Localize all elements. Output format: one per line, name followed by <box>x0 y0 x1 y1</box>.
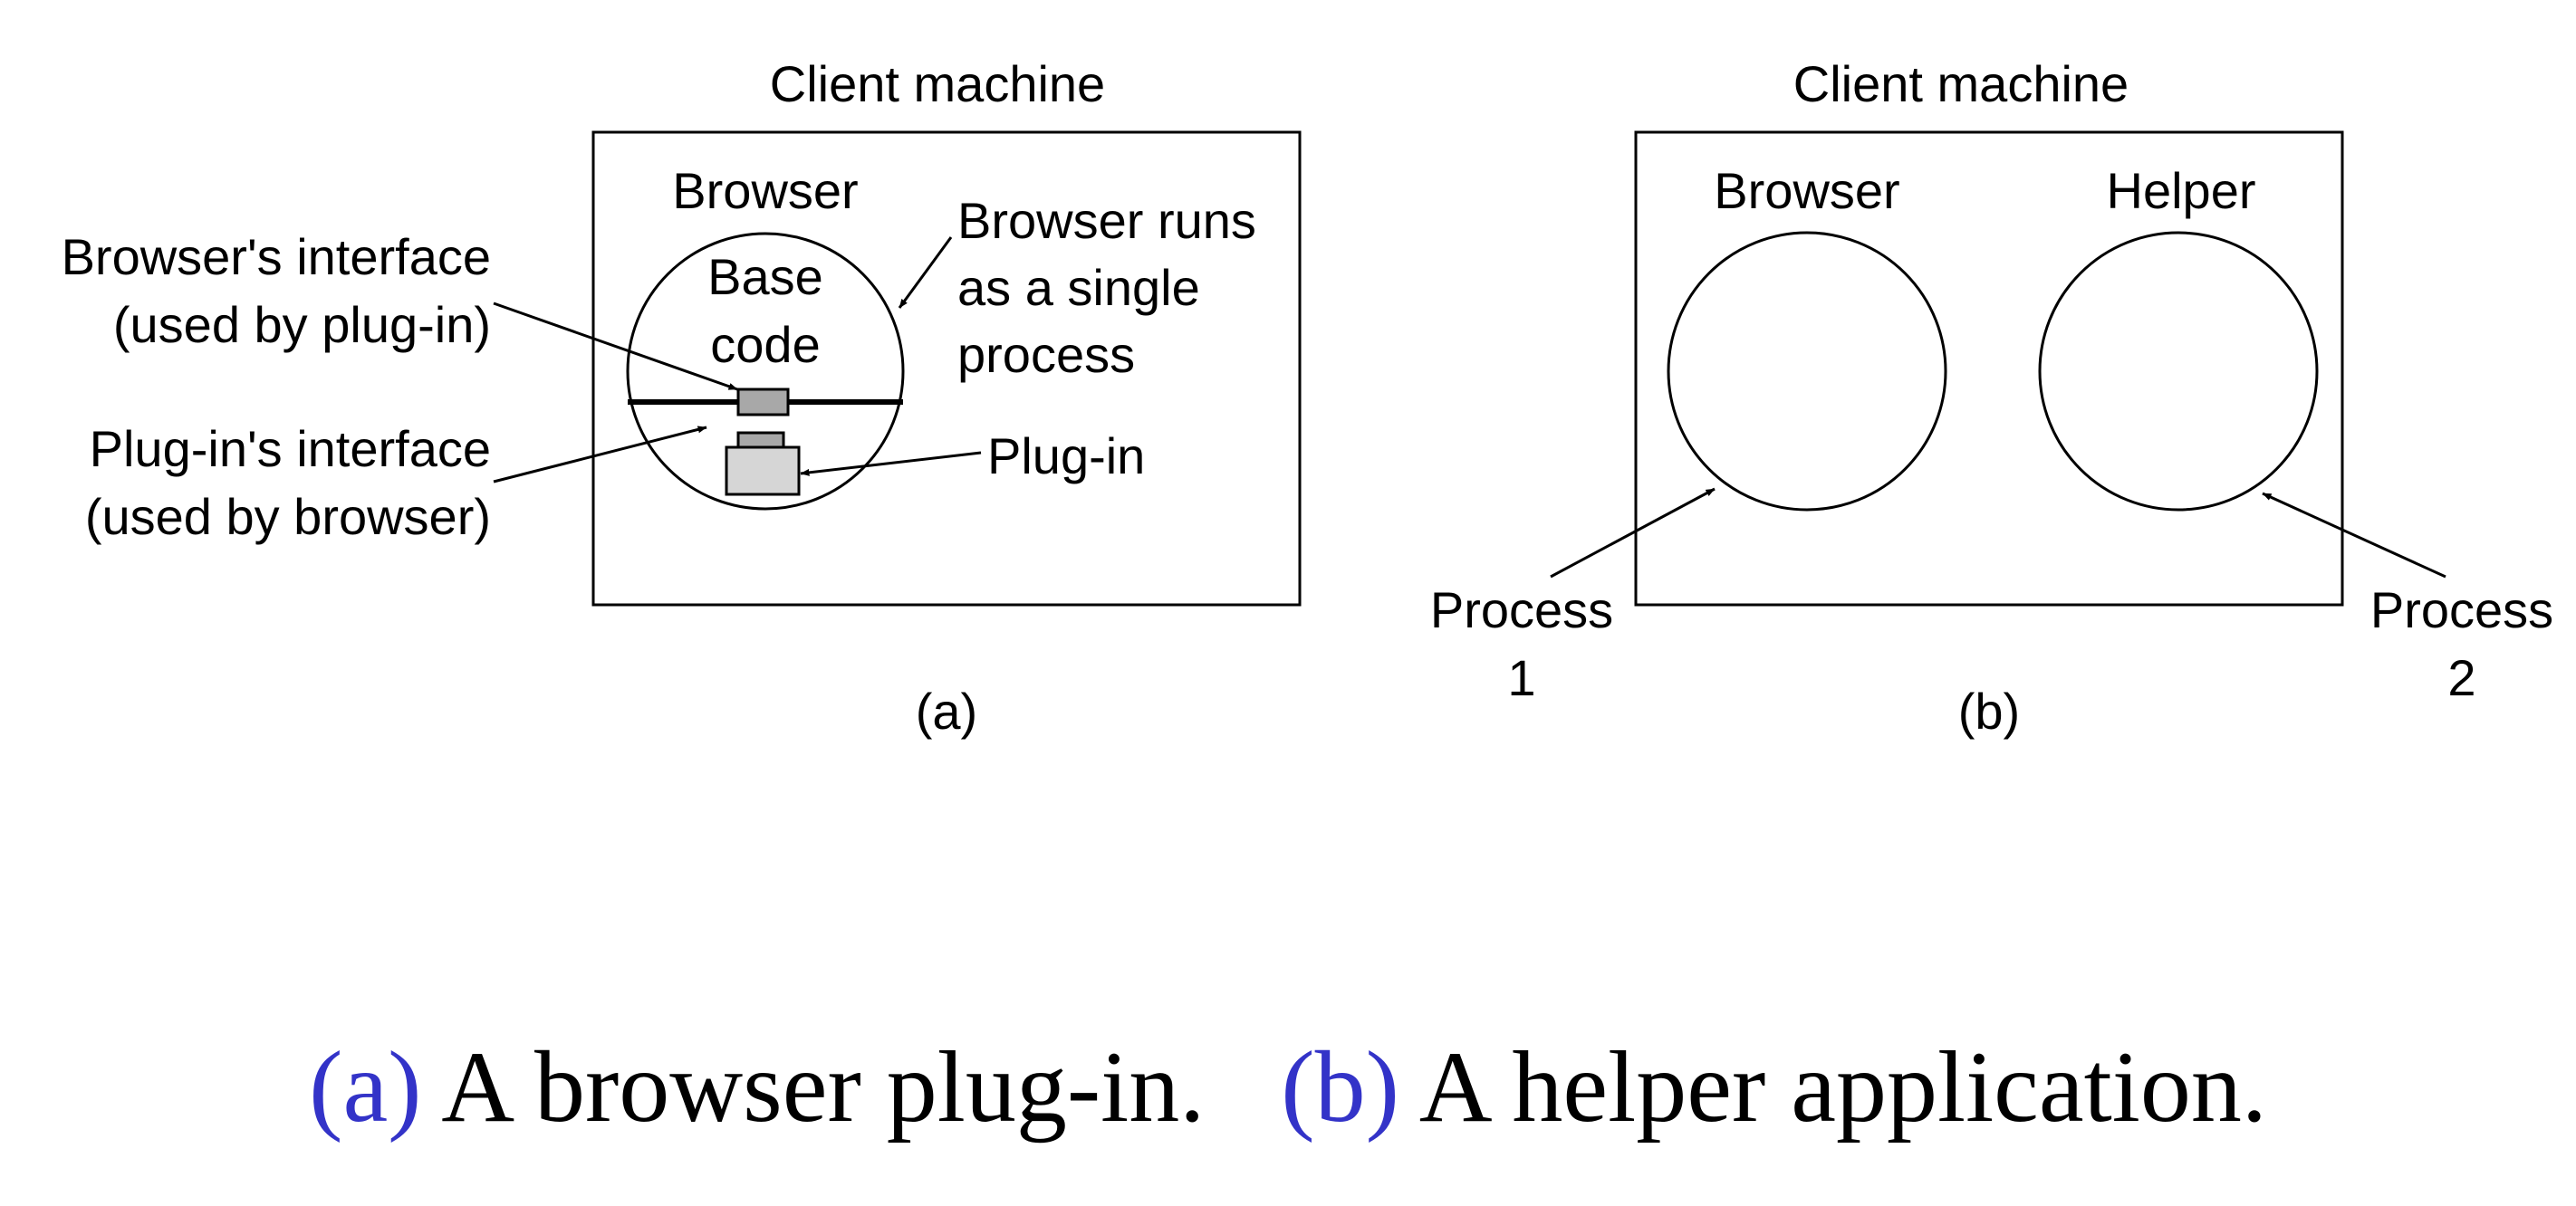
helper-process-circle <box>2038 231 2319 512</box>
process-2-label-line1: Process <box>2370 581 2553 638</box>
process-1-label-line1: Process <box>1430 581 1613 638</box>
browser-process-circle-b <box>1667 231 1947 512</box>
plugin-interface-label-line2: (used by browser) <box>85 488 491 545</box>
runs-note-line2: as a single <box>957 259 1200 316</box>
plugin-arrow <box>800 451 982 476</box>
process-2-label-line2: 2 <box>2447 649 2475 706</box>
browser-interface-label-line1: Browser's interface <box>62 228 491 285</box>
diagram-b: Client machine Browser Helper Process 1 … <box>1430 55 2553 740</box>
browser-interface-arrow <box>493 302 738 391</box>
client-machine-box-b <box>1634 130 2344 607</box>
caption-tag-a: (a) <box>309 1031 422 1144</box>
process-1-label-line2: 1 <box>1507 649 1535 706</box>
plugin-label: Plug-in <box>987 427 1145 484</box>
process-1-arrow <box>1550 487 1716 579</box>
process-2-arrow <box>2262 492 2446 579</box>
base-code-label-line1: Base <box>707 248 823 305</box>
plugin-block <box>725 445 801 496</box>
caption-tag-b: (b) <box>1281 1031 1399 1144</box>
plugin-interface-arrow <box>493 426 707 483</box>
diagram-a-sublabel: (a) <box>916 683 977 740</box>
client-machine-title-b: Client machine <box>1793 55 2129 112</box>
runs-note-line3: process <box>957 326 1135 383</box>
plugin-interface-block <box>736 431 785 449</box>
browser-label-a: Browser <box>672 162 858 219</box>
runs-note-arrow <box>898 236 953 309</box>
browser-label-b: Browser <box>1714 162 1899 219</box>
runs-note-line1: Browser runs <box>957 192 1256 249</box>
diagram-b-sublabel: (b) <box>1958 683 2020 740</box>
caption-gap <box>1205 1031 1281 1144</box>
plugin-interface-label-line1: Plug-in's interface <box>90 420 491 477</box>
helper-label: Helper <box>2107 162 2256 219</box>
caption-text-a: A browser plug-in. <box>421 1031 1206 1144</box>
browser-process-circle-a <box>626 232 905 511</box>
client-machine-box-a <box>591 130 1302 607</box>
browser-interface-block <box>736 388 790 416</box>
browser-interface-label-line2: (used by plug-in) <box>113 296 491 353</box>
caption-text-b: A helper application. <box>1399 1031 2267 1144</box>
client-machine-title-a: Client machine <box>770 55 1105 112</box>
base-code-label-line2: code <box>710 316 820 373</box>
diagram-a: Client machine Browser Base code Browser… <box>62 55 1302 740</box>
figure-caption: (a) A browser plug-in. (b) A helper appl… <box>0 1037 2576 1138</box>
